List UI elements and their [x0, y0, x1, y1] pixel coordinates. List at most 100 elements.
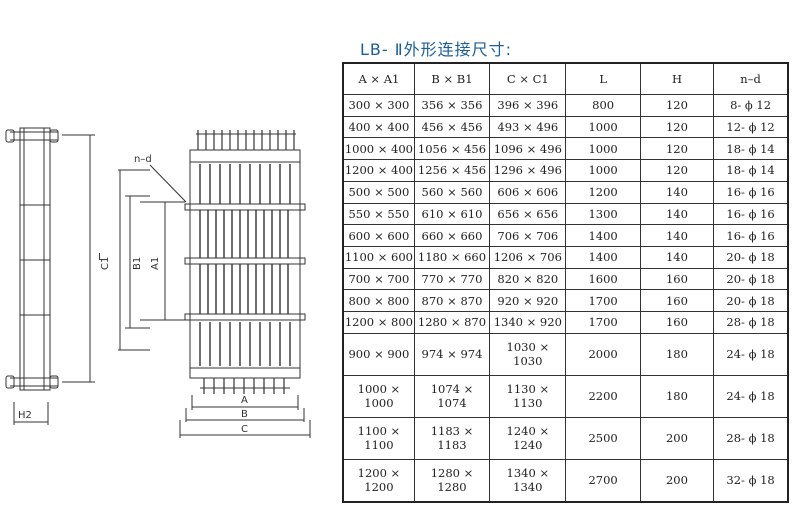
table-cell: 1180 × 660 [413, 245, 491, 269]
label-L: L [98, 252, 104, 263]
table-cell: 120 [639, 94, 715, 117]
table-cell: 160 [639, 267, 715, 291]
table-cell: 1400 [565, 245, 641, 269]
table-cell: 1000 [565, 159, 641, 182]
table-cell: 1206 × 706 [489, 245, 567, 269]
table-cell: 610 × 610 [413, 202, 491, 226]
table-cell: 1240 × 1240 [489, 416, 567, 460]
table-cell: 700 × 700 [342, 267, 415, 291]
table-cell: 1056 × 456 [413, 137, 491, 161]
table-cell: 1256 × 456 [413, 159, 491, 182]
table-cell: 140 [639, 202, 715, 226]
table-cell: 1340 × 920 [489, 311, 567, 334]
table-cell: 656 × 656 [489, 202, 567, 226]
table-cell: 550 × 550 [342, 202, 415, 226]
table-cell: 820 × 820 [489, 267, 567, 291]
table-cell: 160 [639, 311, 715, 334]
table-cell: 180 [639, 374, 715, 418]
table-cell: 1100 × 1100 [342, 416, 415, 460]
table-cell: 18- ϕ 14 [713, 137, 789, 161]
table-cell: 16- ϕ 16 [713, 224, 789, 247]
table-cell: 24- ϕ 18 [713, 332, 789, 376]
table-cell: 1000 × 1000 [342, 374, 415, 418]
table-cell: 800 [565, 94, 641, 117]
table-cell: 493 × 496 [489, 115, 567, 139]
column-header: A × A1 [342, 62, 415, 95]
column-header: L [565, 62, 641, 95]
page-title: LB- Ⅱ外形连接尺寸: [360, 40, 513, 59]
table-cell: 140 [639, 245, 715, 269]
table-cell: 20- ϕ 18 [713, 245, 789, 269]
column-header: C × C1 [489, 62, 567, 95]
table-cell: 120 [639, 159, 715, 182]
table-cell: 16- ϕ 16 [713, 180, 789, 204]
table-cell: 16- ϕ 16 [713, 202, 789, 226]
table-cell: 20- ϕ 18 [713, 267, 789, 291]
table-cell: 1200 [565, 180, 641, 204]
label-C: C [241, 424, 248, 435]
table-cell: 870 × 870 [413, 289, 491, 313]
table-cell: 706 × 706 [489, 224, 567, 247]
table-cell: 1400 [565, 224, 641, 247]
label-B1: B1 [132, 257, 143, 270]
column-header: H [639, 62, 715, 95]
table-cell: 1096 × 496 [489, 137, 567, 161]
table-cell: 920 × 920 [489, 289, 567, 313]
table-cell: 1200 × 800 [342, 311, 415, 334]
table-cell: 456 × 456 [413, 115, 491, 139]
table-cell: 2200 [565, 374, 641, 418]
table-cell: 560 × 560 [413, 180, 491, 204]
table-cell: 1700 [565, 289, 641, 313]
front-view [118, 130, 311, 438]
table-cell: 770 × 770 [413, 267, 491, 291]
table-cell: 2700 [565, 458, 641, 503]
table-cell: 396 × 396 [489, 94, 567, 117]
side-view [5, 127, 95, 425]
label-nd: n–d [134, 154, 152, 165]
table-cell: 1000 × 400 [342, 137, 415, 161]
table-cell: 1200 × 1200 [342, 458, 415, 503]
table-cell: 1280 × 870 [413, 311, 491, 334]
table-cell: 28- ϕ 18 [713, 416, 789, 460]
table-cell: 2500 [565, 416, 641, 460]
table-cell: 32- ϕ 18 [713, 458, 789, 503]
table-cell: 1600 [565, 267, 641, 291]
table-cell: 24- ϕ 18 [713, 374, 789, 418]
table-cell: 180 [639, 332, 715, 376]
table-cell: 160 [639, 289, 715, 313]
table-cell: 20- ϕ 18 [713, 289, 789, 313]
table-cell: 974 × 974 [413, 332, 491, 376]
table-cell: 600 × 600 [342, 224, 415, 247]
table-cell: 356 × 356 [413, 94, 491, 117]
table-cell: 1296 × 496 [489, 159, 567, 182]
table-cell: 12- ϕ 12 [713, 115, 789, 139]
table-cell: 140 [639, 180, 715, 204]
table-cell: 140 [639, 224, 715, 247]
table-cell: 18- ϕ 14 [713, 159, 789, 182]
table-cell: 900 × 900 [342, 332, 415, 376]
label-A1: A1 [150, 257, 161, 270]
column-header: n–d [713, 62, 789, 95]
table-cell: 1700 [565, 311, 641, 334]
table-cell: 200 [639, 458, 715, 503]
technical-drawing: L H2 n–d C1 B1 A1 A B C [5, 127, 311, 438]
label-H2: H2 [18, 410, 32, 421]
table-cell: 1000 [565, 137, 641, 161]
table-cell: 2000 [565, 332, 641, 376]
table-cell: 1300 [565, 202, 641, 226]
table-cell: 1340 × 1340 [489, 458, 567, 503]
table-cell: 1130 × 1130 [489, 374, 567, 418]
